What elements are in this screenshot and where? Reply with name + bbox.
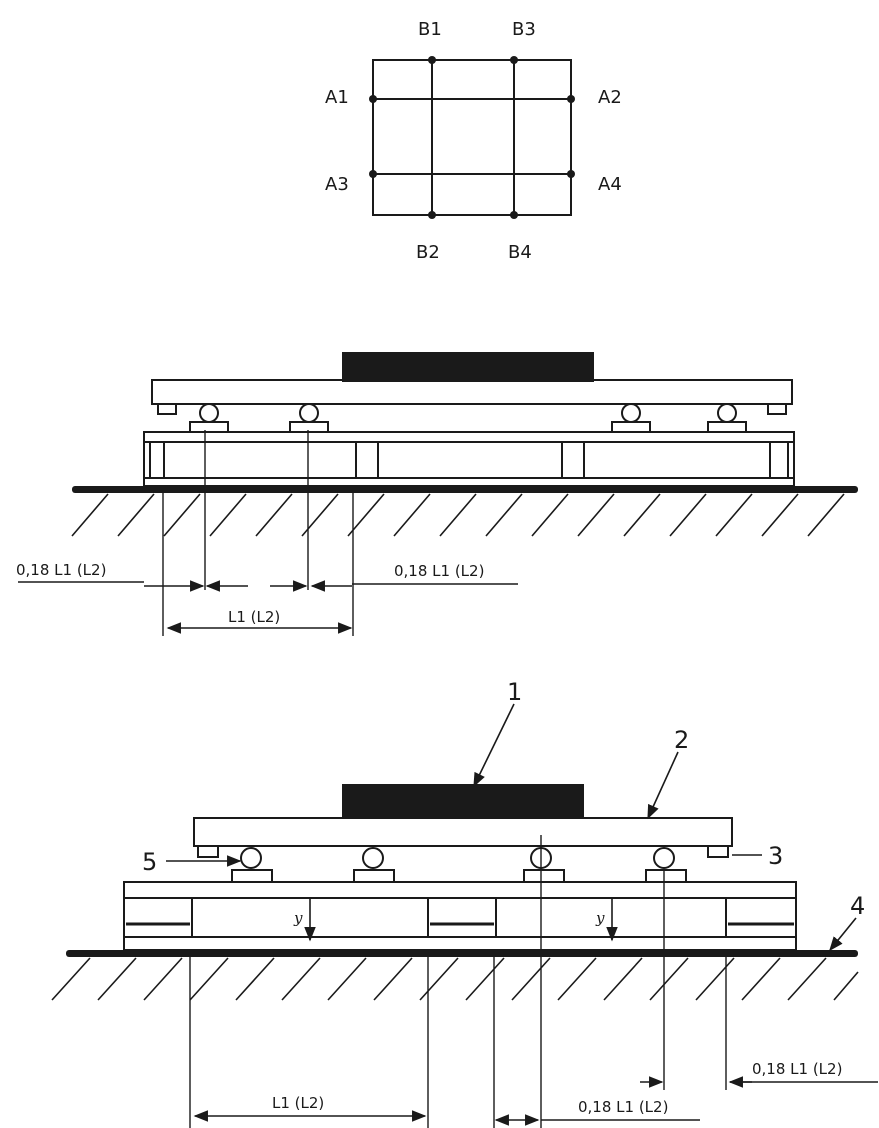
upper-plate-1-foot-right [767,403,787,415]
base-support-1c [561,441,585,479]
dim-label-1-left: 0,18 L1 (L2) [16,561,106,579]
upper-plate-1 [151,379,793,405]
upper-plate-1-foot-left [157,403,177,415]
callout-3: 3 [768,842,783,870]
upper-plate-2-foot-left [197,845,219,858]
base-frame-1 [143,431,795,487]
ground-hatch-2 [51,957,859,1001]
elevation-view-2: y y 1 2 3 4 5 0,18 L1 (L2) L1 (L2) [51,678,878,1128]
upper-plate-2 [193,817,733,847]
plan-view [372,59,572,216]
label-b4: B4 [508,242,532,263]
callout-4-leader [829,917,857,952]
plan-outline [372,59,572,216]
test-load-1 [342,352,594,382]
rollers-1 [189,403,747,433]
rollers-2 [231,847,687,883]
dim-label-1-right: 0,18 L1 (L2) [394,562,484,580]
ground-plate-1 [72,486,858,493]
point-a3 [369,170,377,178]
base-support-1d [769,441,789,479]
point-b1 [428,56,436,64]
callout-1: 1 [507,678,522,706]
callout-2-leader [647,751,679,820]
base-support-1b [355,441,379,479]
y-label-left: y [293,909,303,927]
callout-1-leader [473,703,515,788]
upper-plate-2-foot-right [707,845,729,858]
point-a1 [369,95,377,103]
label-b2: B2 [416,242,440,263]
callout-2: 2 [674,726,689,754]
ground-plate-2 [66,950,858,957]
point-b4 [510,211,518,219]
dim-label-2-right: 0,18 L1 (L2) [752,1060,842,1078]
label-a2: A2 [598,87,622,108]
ref-lines-1 [162,430,354,636]
label-a4: A4 [598,174,622,195]
elevation-view-1: 0,18 L1 (L2) 0,18 L1 (L2) L1 (L2) [16,352,858,636]
test-load-2 [342,784,584,818]
dim-label-2-center: 0,18 L1 (L2) [578,1098,668,1116]
point-b3 [510,56,518,64]
ground-hatch-1 [71,493,845,537]
base-support-1a [149,441,165,479]
label-a3: A3 [325,174,349,195]
point-a4 [567,170,575,178]
dim-label-1-span: L1 (L2) [228,608,280,626]
base-support-2a [123,897,193,938]
plan-points [369,56,575,219]
ref-lines-2 [189,835,727,1128]
callout-4: 4 [850,892,865,920]
label-b3: B3 [512,19,536,40]
base-support-2c [725,897,797,938]
y-label-right: y [595,909,605,927]
point-a2 [567,95,575,103]
base-frame-2 [123,881,797,951]
dim-label-2-span: L1 (L2) [272,1094,324,1112]
point-b2 [428,211,436,219]
callout-5: 5 [142,848,157,876]
base-support-2b [427,897,497,938]
label-a1: A1 [325,87,349,108]
label-b1: B1 [418,19,442,40]
